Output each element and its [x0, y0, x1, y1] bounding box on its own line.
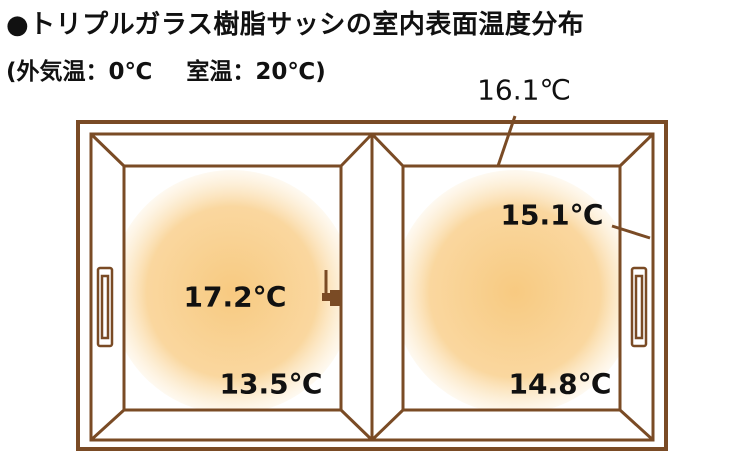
lock-icon: [322, 270, 342, 306]
temp-label-right-lower: 14.8℃: [508, 367, 612, 401]
left-handle-icon: [96, 266, 114, 348]
temp-label-frame: 16.1℃: [477, 73, 571, 107]
page-title: ●トリプルガラス樹脂サッシの室内表面温度分布: [6, 10, 585, 40]
left-warm-zone: [124, 170, 341, 410]
right-warm-zone: [403, 170, 620, 410]
temp-label-left-center: 17.2℃: [183, 280, 287, 314]
right-handle-icon: [630, 266, 648, 348]
outdoor-temp-label: (外気温：0℃: [6, 59, 153, 85]
leader-line-frame: [496, 115, 517, 167]
indoor-temp-label: 室温：20℃): [186, 59, 326, 85]
temp-label-left-lower: 13.5℃: [219, 367, 323, 401]
outer-frame: [76, 120, 668, 451]
leader-line-upper: [611, 224, 651, 240]
right-sash: [370, 132, 655, 442]
page-subtitle: (外気温：0℃ 室温：20℃): [6, 52, 326, 86]
temp-label-right-upper: 15.1℃: [500, 198, 604, 232]
